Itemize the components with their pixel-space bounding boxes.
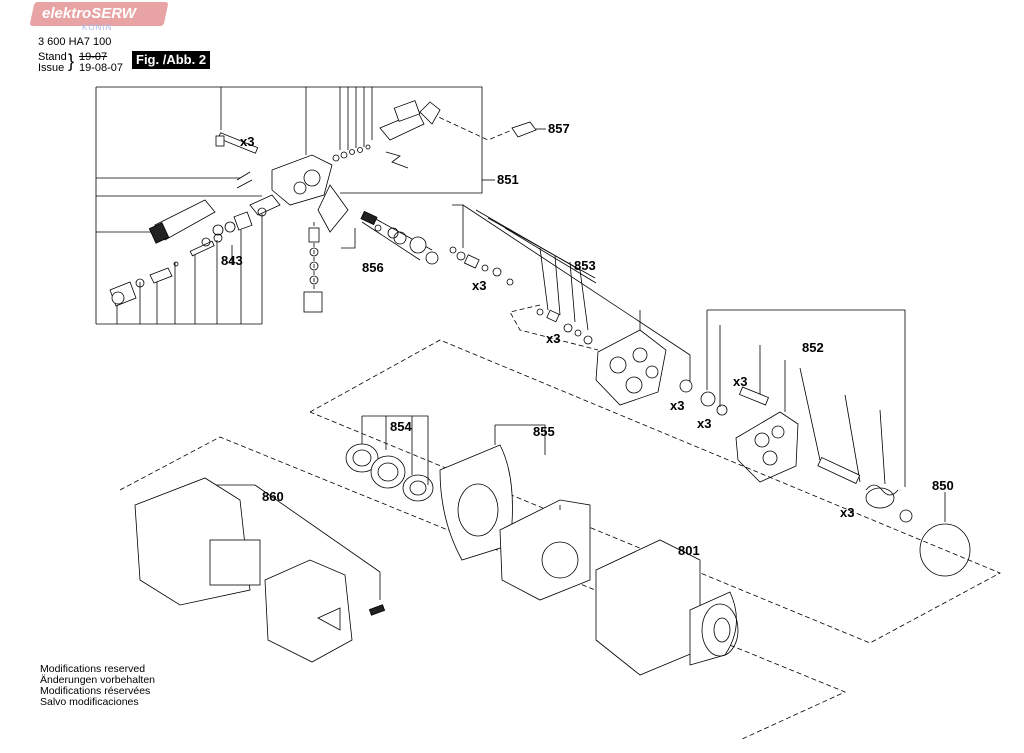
note-en: Modifications reserved [40,663,146,675]
part-857 [511,121,537,138]
qty-852-screw: x3 [733,374,748,389]
stand-label: Stand [38,51,67,63]
part-856-group [341,210,439,265]
callout-854: 854 [390,419,412,434]
qty-852-ring: x3 [697,416,712,431]
brace: } [68,51,75,71]
qty-853-top: x3 [472,278,487,293]
qty-853-bottom: x3 [546,331,561,346]
qty-bolt: x3 [240,134,255,149]
issue-label: Issue [38,62,65,74]
callout-850: 850 [932,478,954,493]
part-853-group [449,204,693,406]
part-860-housing [134,477,386,663]
old-date: 19-07 [79,51,108,63]
part-852-group [700,309,913,523]
callout-855: 855 [533,424,555,439]
callout-853: 853 [574,258,596,273]
note-de: Änderungen vorbehalten [40,674,156,686]
note-fr: Modifications réservées [40,685,151,697]
part-850 [919,523,971,577]
callout-857: 857 [548,121,570,136]
callout-801: 801 [678,543,700,558]
qty-853-seal: x3 [670,398,685,413]
modification-notes: Modifications reserved Änderungen vorbeh… [40,664,155,708]
motor-assembly [499,499,591,601]
frame-851 [96,86,483,194]
callout-851: 851 [497,172,519,187]
gun-handle-parts [109,100,441,313]
part-855-shroud [439,424,546,561]
new-date: 19-08-07 [79,62,124,74]
part-801-motor [595,539,739,676]
note-es: Salvo modificaciones [40,696,139,708]
part-number: 3 600 HA7 100 [38,36,112,48]
callout-860: 860 [262,489,284,504]
qty-852-spring: x3 [840,505,855,520]
callout-843: 843 [221,253,243,268]
callout-852: 852 [802,340,824,355]
part-854-group [345,415,434,502]
callout-856: 856 [362,260,384,275]
figure-label: Fig. /Abb. 2 [132,51,211,69]
logo-subtitle: KONIN [82,23,113,32]
